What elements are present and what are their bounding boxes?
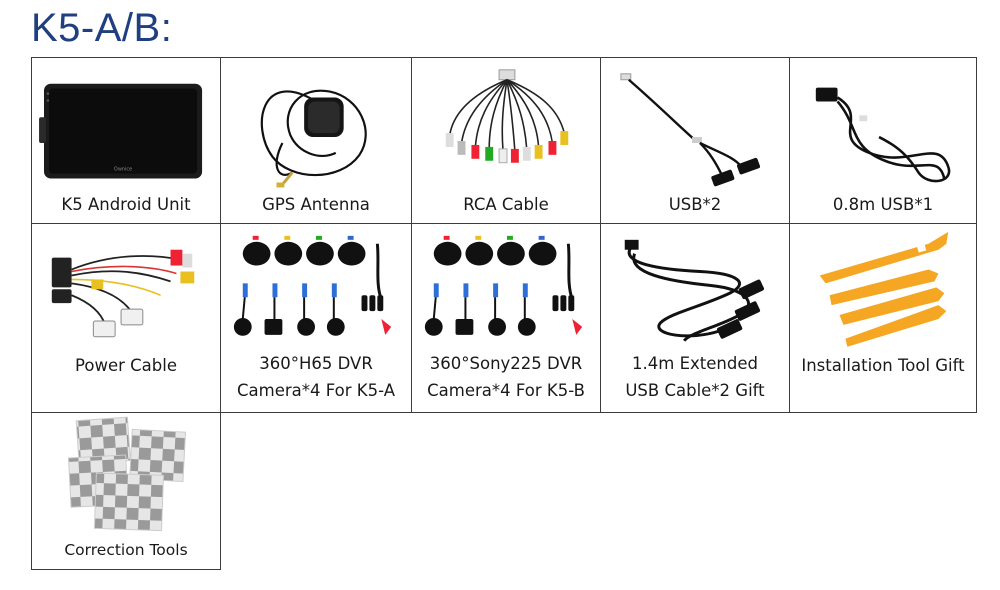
- item-usb-2: USB*2: [600, 57, 790, 224]
- item-label: Correction Tools: [64, 541, 188, 559]
- item-1-4m-extended-usb: 1.4m Extended USB Cable*2 Gift: [600, 223, 790, 413]
- item-360-h65-dvr-camera: 360°H65 DVR Camera*4 For K5-A: [220, 223, 412, 413]
- item-label-line2: Camera*4 For K5-A: [237, 381, 395, 400]
- power-harness-icon: [51, 249, 195, 338]
- item-k5-android-unit: Ownice K5 Android Unit: [31, 57, 221, 224]
- usb-cable-icon: [620, 73, 761, 187]
- item-label: Power Cable: [75, 356, 177, 375]
- item-label-line2: USB Cable*2 Gift: [625, 381, 765, 400]
- item-label-line1: 1.4m Extended: [632, 354, 758, 373]
- dvr-camera-kit-icon: [424, 235, 583, 336]
- item-label: 0.8m USB*1: [832, 195, 934, 214]
- item-label: GPS Antenna: [262, 195, 370, 214]
- item-label-line1: 360°H65 DVR: [259, 354, 373, 373]
- item-label-line1: 360°Sony225 DVR: [429, 354, 583, 373]
- usb-extension-cable-icon: [815, 87, 951, 183]
- android-head-unit-icon: Ownice: [39, 83, 203, 179]
- item-0-8m-usb: 0.8m USB*1: [789, 57, 977, 224]
- usb-cables-pair-icon: [624, 239, 765, 342]
- item-label: K5 Android Unit: [61, 195, 191, 214]
- package-contents-grid: Ownice K5 Android Unit GPS Antenna: [31, 57, 977, 570]
- item-label: USB*2: [668, 195, 722, 214]
- item-360-sony225-dvr-camera: 360°Sony225 DVR Camera*4 For K5-B: [411, 223, 601, 413]
- calibration-cloths-icon: [67, 416, 187, 532]
- item-installation-tool-gift: Installation Tool Gift: [789, 223, 977, 413]
- rca-cable-icon: [445, 69, 569, 164]
- item-rca-cable: RCA Cable: [411, 57, 601, 224]
- item-power-cable: Power Cable: [31, 223, 221, 413]
- item-label: Installation Tool Gift: [801, 356, 965, 375]
- item-gps-antenna: GPS Antenna: [220, 57, 412, 224]
- pry-tools-icon: [819, 231, 949, 347]
- item-label-line2: Camera*4 For K5-B: [427, 381, 585, 400]
- page-title: K5-A/B:: [31, 6, 173, 50]
- item-label: RCA Cable: [463, 195, 549, 214]
- dvr-camera-kit-icon: [233, 235, 392, 336]
- item-correction-tools: Correction Tools: [31, 412, 221, 570]
- gps-antenna-icon: [260, 89, 367, 188]
- screen-brand-text: Ownice: [114, 167, 132, 173]
